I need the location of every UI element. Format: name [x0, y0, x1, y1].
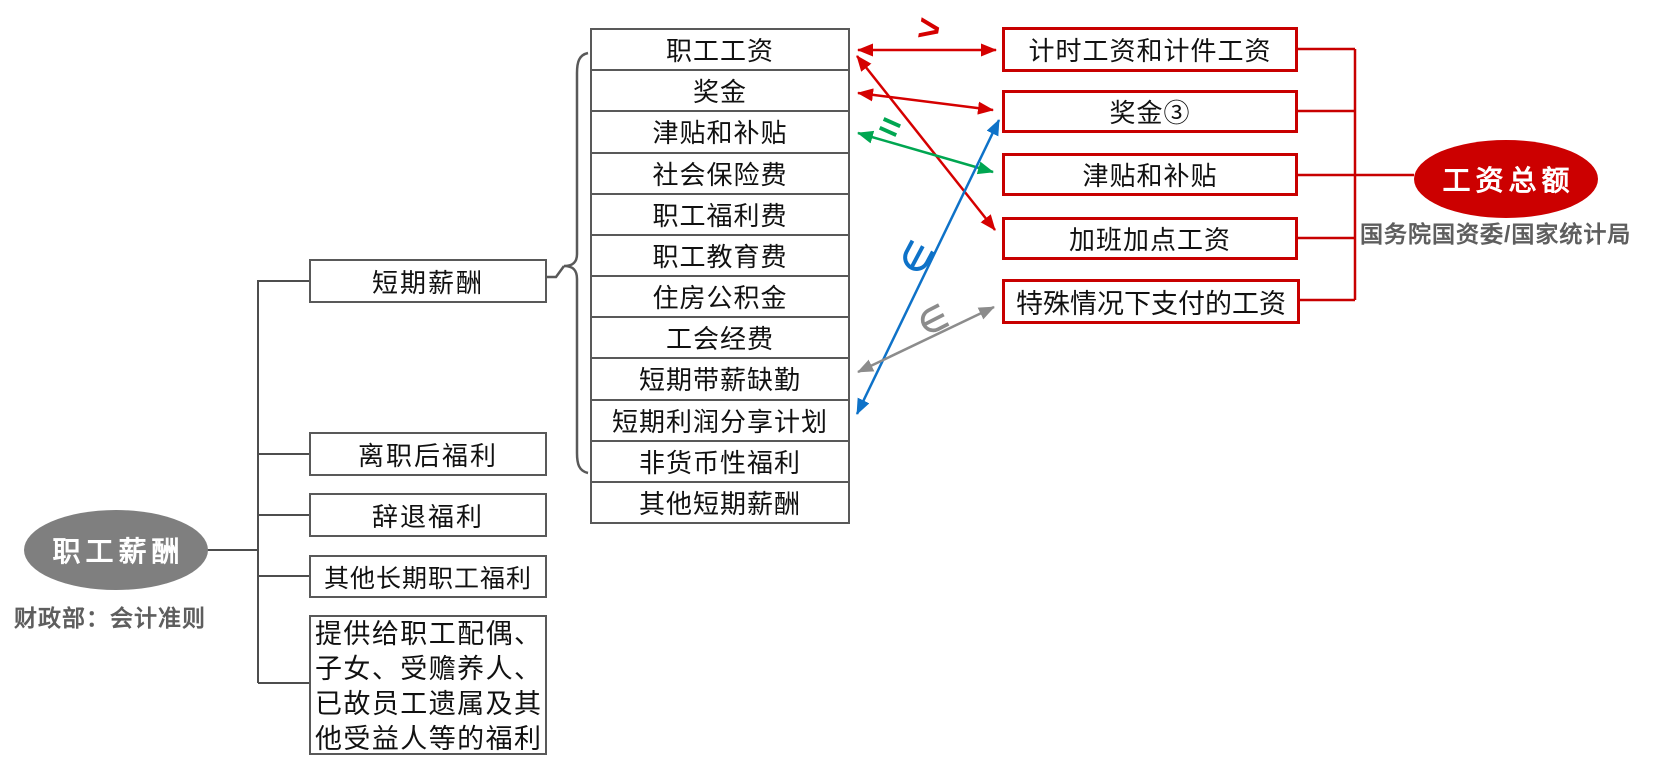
row-other-short-term: 其他短期薪酬	[638, 488, 801, 519]
short-term-components-list: 职工工资 奖金 津贴和补贴 社会保险费 职工福利费 职工教育费 住房公积金 工会…	[590, 28, 850, 524]
right-tree-lines	[1297, 47, 1414, 302]
row-employee-wages: 职工工资	[592, 30, 848, 72]
row-union-funds: 工会经费	[592, 318, 848, 360]
row-housing-fund: 住房公积金	[592, 277, 848, 319]
rbox-special-case-wages: 特殊情况下支付的工资	[1002, 279, 1300, 324]
total-wages-ellipse: 工资总额	[1414, 140, 1598, 218]
left-tree-lines	[206, 280, 309, 684]
box-termination-benefits: 辞退福利	[309, 493, 547, 537]
row-short-term-profit-sharing: 短期利润分享计划	[592, 401, 848, 442]
arrow-bonus-to-bonus	[857, 88, 994, 115]
relation-arrows	[855, 43, 1001, 415]
row-allowances-subsidies: 津贴和补贴	[592, 112, 848, 154]
row-employee-welfare: 职工福利费	[592, 195, 848, 236]
box-short-term-compensation: 短期薪酬	[309, 259, 547, 303]
box-post-employment-benefits: 离职后福利	[309, 432, 547, 476]
row-employee-education: 职工教育费	[592, 236, 848, 278]
left-root-caption: 财政部：会计准则	[14, 605, 206, 631]
box-benefits-to-family: 提供给职工配偶、子女、受赡养人、已故员工遗属及其他受益人等的福利	[309, 615, 547, 755]
rbox-bonus: 奖金③	[1002, 90, 1298, 133]
row-social-insurance: 社会保险费	[592, 154, 848, 195]
row-non-monetary-benefits: 非货币性福利	[592, 442, 848, 483]
brace	[547, 51, 589, 475]
box-other-long-term-benefits: 其他长期职工福利	[309, 555, 547, 598]
right-root-caption: 国务院国资委/国家统计局	[1360, 221, 1632, 247]
rbox-overtime-wages: 加班加点工资	[1002, 217, 1298, 260]
arrow-paid-absence-to-special	[857, 305, 995, 374]
rbox-time-piece-wages: 计时工资和计件工资	[1002, 27, 1298, 72]
employee-compensation-ellipse: 职工薪酬	[24, 510, 208, 590]
rbox-allowances-subsidies: 津贴和补贴	[1002, 153, 1298, 196]
row-short-term-paid-absence: 短期带薪缺勤	[592, 359, 848, 401]
row-bonus: 奖金	[592, 71, 848, 113]
